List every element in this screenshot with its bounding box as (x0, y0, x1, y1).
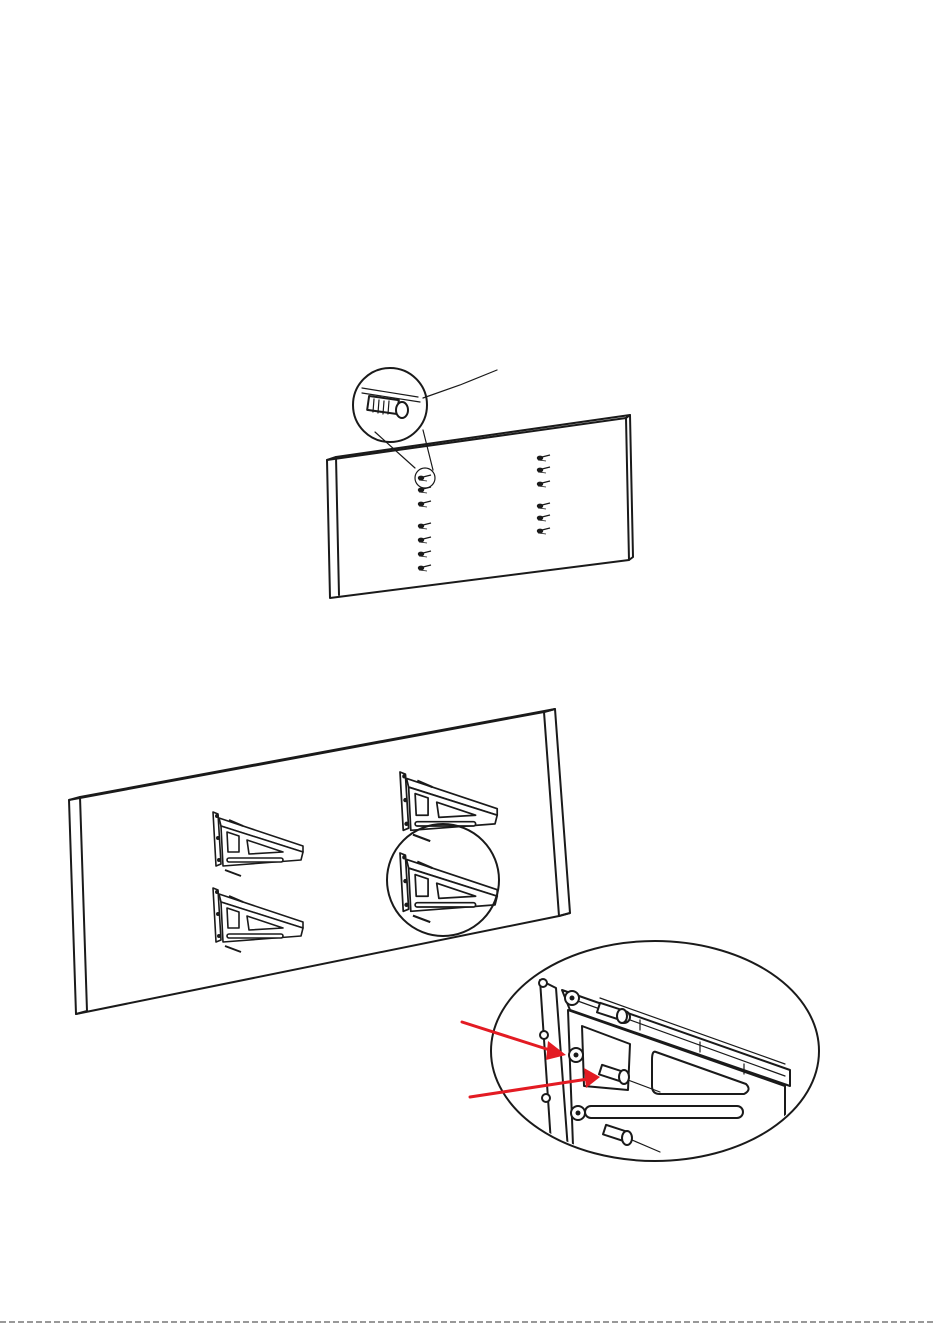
detail-magnified-view (491, 941, 819, 1200)
wall-plug-icon (362, 388, 420, 418)
step1-wall-panel (327, 415, 633, 598)
